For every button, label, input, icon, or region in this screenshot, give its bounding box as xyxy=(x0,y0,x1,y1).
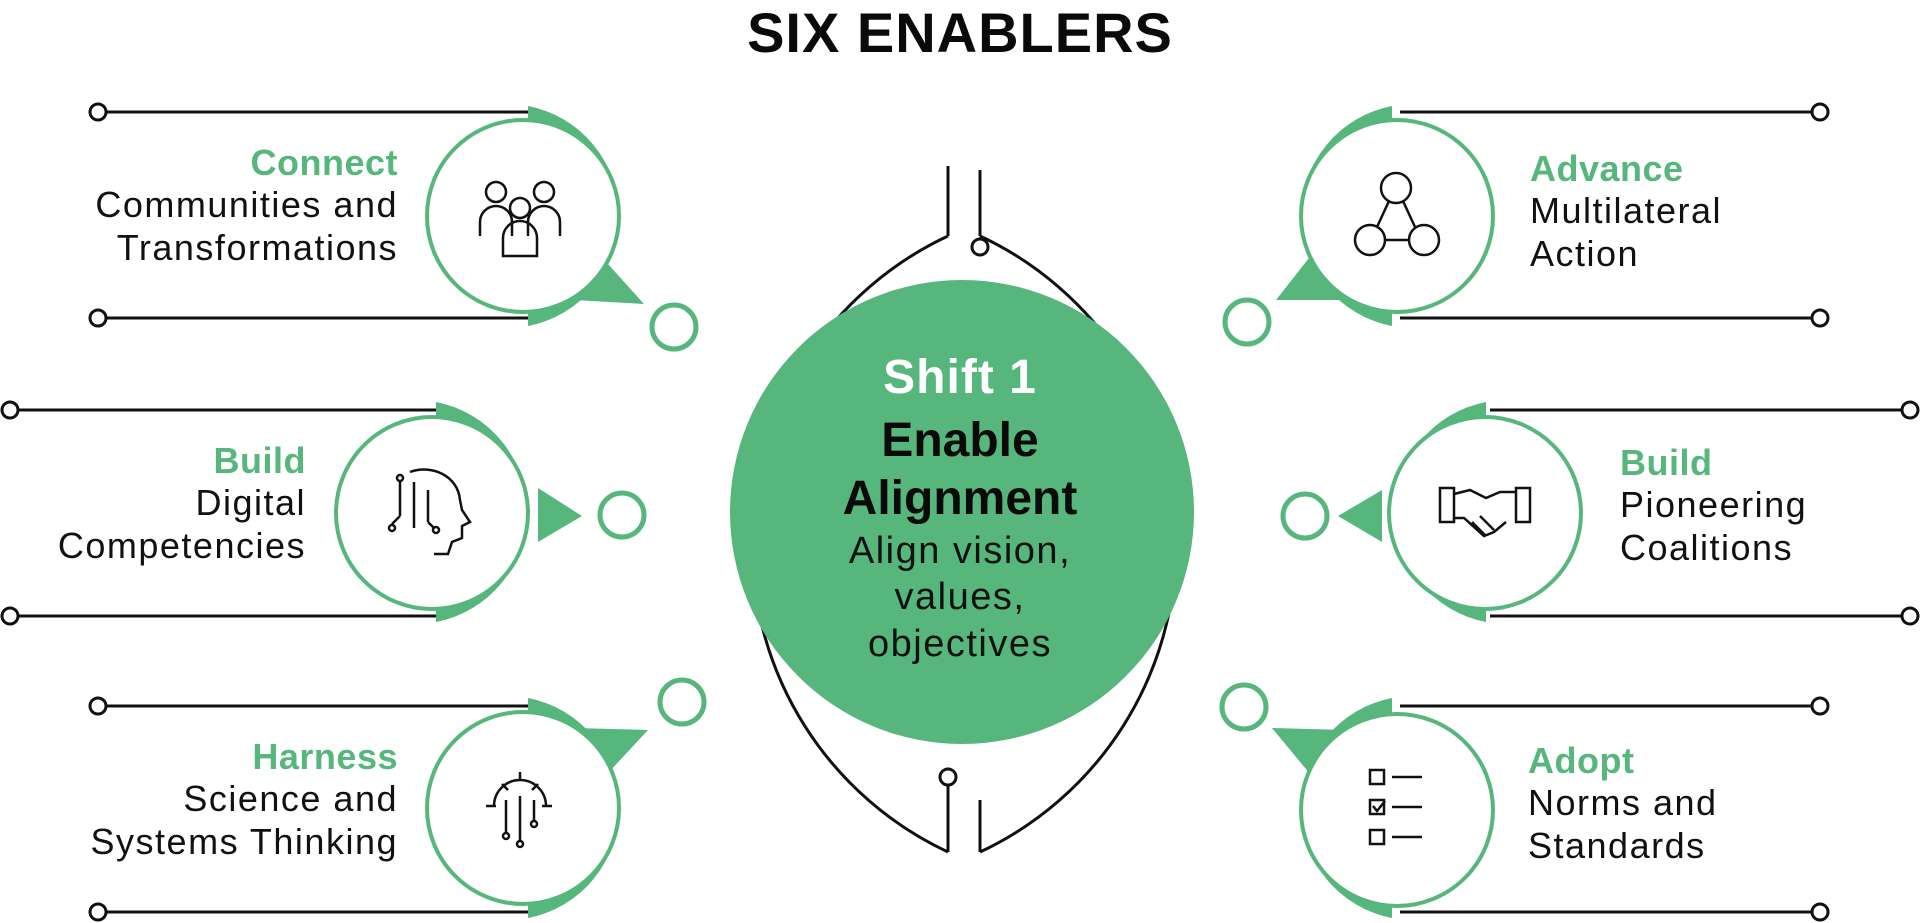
ring-node-harness xyxy=(657,677,707,727)
center-headline-line1: Enable xyxy=(881,414,1039,467)
center-subtitle: Align vision, values, objectives xyxy=(730,528,1190,667)
enabler-desc-line2: Action xyxy=(1530,232,1640,274)
enabler-verb: Build xyxy=(1620,442,1713,483)
center-headline: Enable Alignment xyxy=(730,412,1190,527)
ai-head-icon xyxy=(387,468,472,556)
handshake-icon xyxy=(1438,486,1532,538)
ring-node-connect xyxy=(649,302,699,352)
center-headline-line2: Alignment xyxy=(842,471,1078,525)
center-subtitle-line2: values, xyxy=(894,576,1026,619)
ring-top-node xyxy=(970,237,990,257)
enabler-verb: Adopt xyxy=(1528,740,1635,781)
enabler-connect-label: Connect Communities and Transformations xyxy=(95,142,398,269)
enabler-build-coalitions-label: Build Pioneering Coalitions xyxy=(1620,442,1807,569)
diagram-title: SIX ENABLERS xyxy=(747,1,1173,64)
enabler-verb: Harness xyxy=(252,736,398,777)
enabler-desc-line1: Communities and xyxy=(95,184,398,226)
enabler-verb: Connect xyxy=(250,142,398,183)
ring-node-adopt xyxy=(1219,682,1269,732)
enabler-harness-graphic xyxy=(88,696,648,922)
ring-node-build-digital xyxy=(597,490,647,540)
enabler-build-digital-graphic xyxy=(0,400,582,626)
center-circle xyxy=(730,280,1194,744)
center-subtitle-line3: objectives xyxy=(868,622,1052,665)
enabler-desc-line2: Competencies xyxy=(57,524,306,566)
enabler-advance-label: Advance Multilateral Action xyxy=(1530,148,1722,275)
enabler-build-coalitions-graphic xyxy=(1338,400,1920,626)
enabler-adopt-label: Adopt Norms and Standards xyxy=(1528,740,1718,867)
enabler-desc-line2: Standards xyxy=(1528,824,1706,866)
ring-node-build-coalitions xyxy=(1280,491,1330,541)
gear-circuit-icon xyxy=(486,772,552,849)
enabler-desc-line1: Pioneering xyxy=(1620,484,1808,526)
enabler-desc-line1: Digital xyxy=(195,482,306,524)
enabler-connect-graphic xyxy=(88,102,644,328)
network-people-icon xyxy=(1353,171,1441,257)
enabler-desc-line1: Norms and xyxy=(1528,782,1718,824)
enabler-desc-line1: Multilateral xyxy=(1530,190,1723,232)
enabler-verb: Advance xyxy=(1530,148,1684,189)
enabler-advance-graphic xyxy=(1276,102,1830,328)
enabler-harness-label: Harness Science and Systems Thinking xyxy=(91,736,398,863)
enabler-desc-line2: Coalitions xyxy=(1620,526,1794,568)
enabler-desc-line1: Science and xyxy=(183,778,398,820)
center-subtitle-line1: Align vision, xyxy=(848,530,1072,572)
center-shift-label: Shift 1 xyxy=(883,351,1037,404)
checklist-icon xyxy=(1368,768,1422,846)
ring-bottom-node xyxy=(938,767,958,787)
enabler-adopt-graphic xyxy=(1272,696,1830,922)
enabler-desc-line2: Systems Thinking xyxy=(90,820,398,862)
people-group-icon xyxy=(478,180,562,258)
enabler-desc-line2: Transformations xyxy=(116,226,398,268)
ring-node-advance xyxy=(1222,297,1272,347)
enabler-build-digital-label: Build Digital Competencies xyxy=(58,440,306,567)
enabler-verb: Build xyxy=(213,440,306,481)
